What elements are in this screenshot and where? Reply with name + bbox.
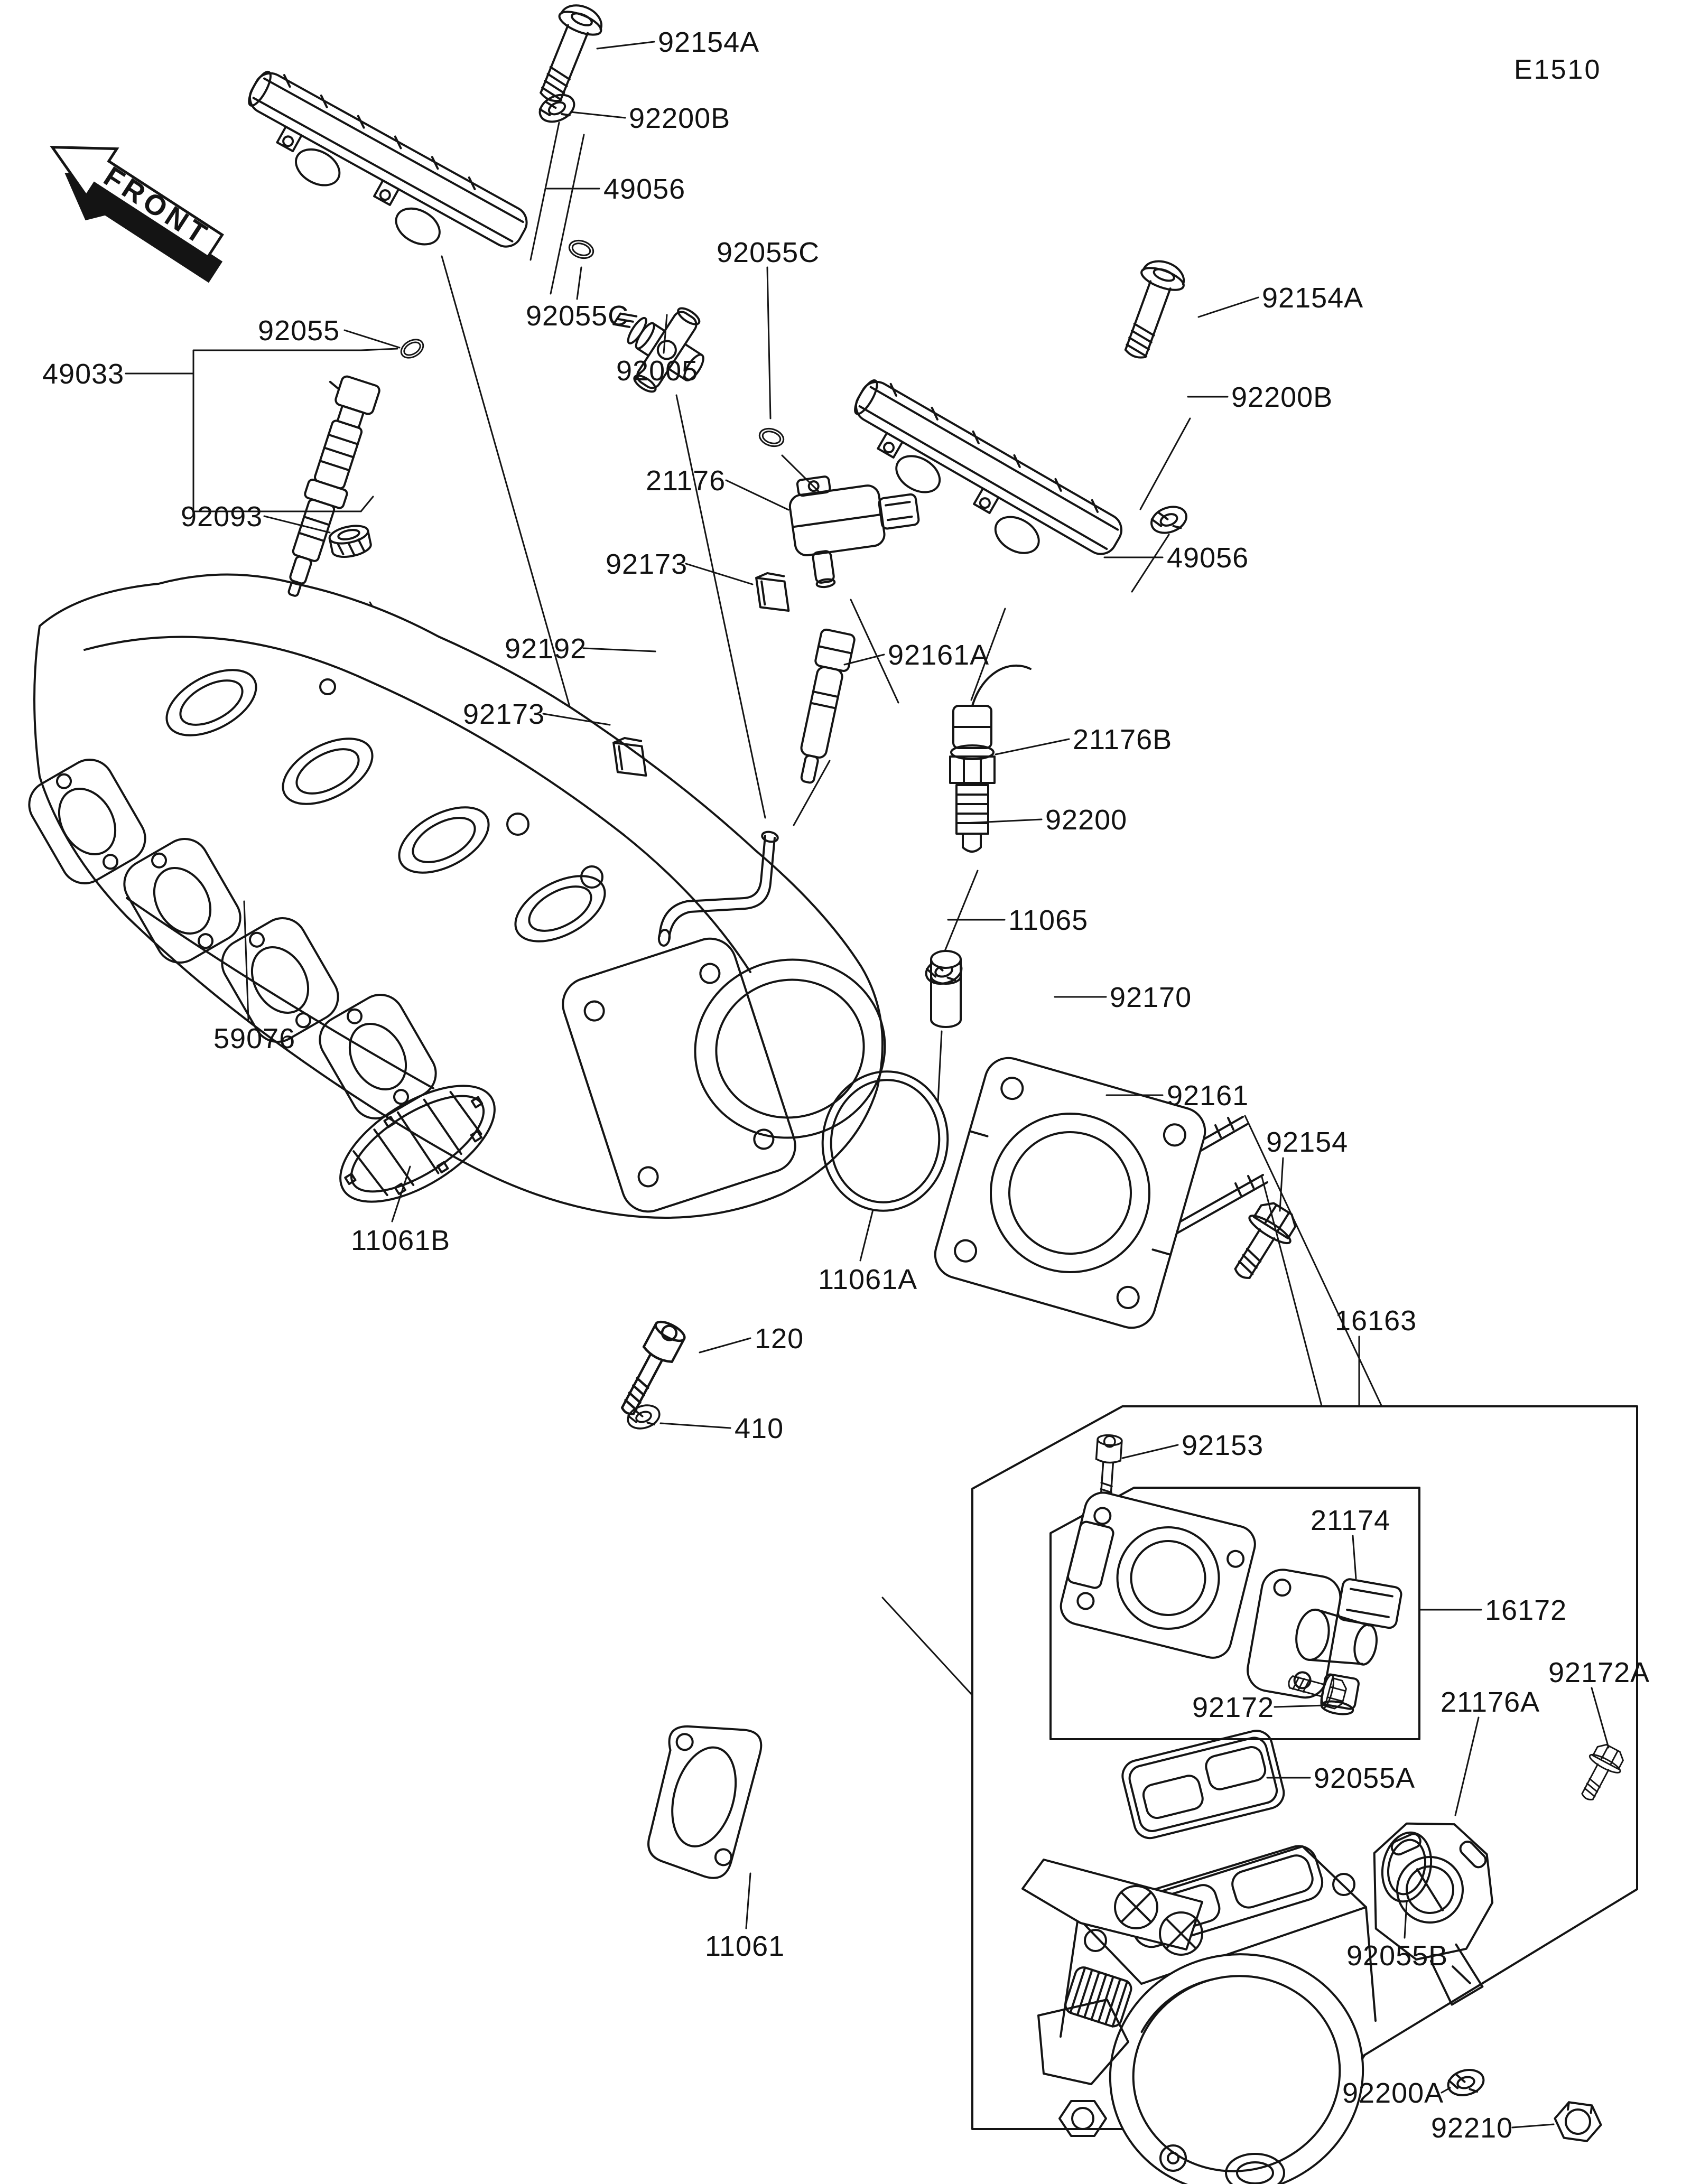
intake-manifold	[28, 573, 886, 1219]
sensor-92161a	[800, 628, 856, 784]
part-label-92055a: 92055A	[1314, 1762, 1416, 1794]
part-label-92161: 92161	[1167, 1080, 1249, 1112]
part-label-49033: 49033	[42, 358, 125, 390]
leader-line-21176b	[995, 738, 1070, 755]
part-label-11061: 11061	[705, 1930, 785, 1962]
leader-line-92055c	[766, 266, 772, 419]
leader-line-410	[659, 1422, 731, 1429]
part-label-92200b: 92200B	[629, 102, 731, 134]
page-code: E1510	[1514, 54, 1602, 85]
part-label-92005: 92005	[616, 355, 699, 387]
leader-line-92192	[582, 647, 656, 652]
gasket-11061b	[339, 1085, 496, 1203]
tps-sensor-21176a	[1373, 1822, 1494, 2006]
leader-line-92055b	[1404, 1901, 1408, 1939]
part-label-92055: 92055	[258, 315, 340, 347]
part-label-16163: 16163	[1335, 1305, 1417, 1337]
injector-group-bracket	[192, 348, 398, 512]
leader-line-92093	[263, 515, 331, 534]
fuel-injector-49033	[287, 375, 380, 597]
part-label-92173: 92173	[606, 548, 688, 580]
sensor-21176b	[949, 664, 1032, 853]
part-label-16172: 16172	[1485, 1594, 1567, 1626]
map-sensor-21176	[788, 475, 920, 589]
throttle-body	[1021, 1845, 1377, 2184]
part-label-21174: 21174	[1311, 1505, 1391, 1536]
part-label-92055b: 92055B	[1346, 1940, 1448, 1972]
part-label-92200b: 92200B	[1231, 381, 1333, 413]
leader-line-92173	[542, 713, 611, 726]
leader-line-92161a	[843, 654, 885, 666]
throttle-holder-92161	[934, 1057, 1206, 1329]
part-label-92093: 92093	[181, 501, 263, 533]
gasket-11061	[647, 1725, 763, 1879]
part-label-21176b: 21176B	[1073, 724, 1173, 755]
leader-line-92154a	[596, 41, 655, 50]
leader-line-21176	[725, 479, 789, 511]
leader-line-92210	[1511, 2123, 1555, 2129]
part-label-92153: 92153	[1182, 1430, 1264, 1461]
leader-line-92154a	[1197, 296, 1259, 318]
part-label-92055c: 92055C	[717, 237, 820, 268]
leader-line-92200	[963, 818, 1043, 824]
part-label-21176a: 21176A	[1441, 1686, 1540, 1718]
part-label-92154: 92154	[1266, 1126, 1349, 1158]
part-label-92154a: 92154A	[658, 26, 760, 58]
leader-line-92055c	[576, 266, 582, 300]
part-label-92172: 92172	[1192, 1692, 1275, 1723]
part-label-92210: 92210	[1431, 2112, 1513, 2144]
cap-11065	[930, 950, 962, 1028]
part-label-92172a: 92172A	[1548, 1657, 1650, 1688]
leader-line-92200b	[570, 111, 626, 119]
part-label-92173: 92173	[463, 698, 545, 730]
hose-joint-92005	[612, 307, 704, 393]
leader-line-21176a	[1454, 1716, 1480, 1816]
oring-11061a	[821, 1070, 949, 1212]
leader-line-59076	[243, 900, 249, 1021]
part-label-92170: 92170	[1110, 982, 1192, 1013]
leader-line-92173	[685, 563, 754, 585]
leader-line-92153	[1121, 1444, 1179, 1459]
iac-valve-16172	[1247, 1569, 1402, 1715]
part-label-92161a: 92161A	[888, 639, 990, 671]
part-label-92055c: 92055C	[526, 300, 629, 332]
fuel-rail-right	[854, 379, 1122, 555]
leader-line-11061b	[391, 1165, 411, 1222]
leader-line-120	[699, 1337, 751, 1354]
part-label-92154a: 92154A	[1262, 282, 1364, 314]
gasket-92055a	[1121, 1730, 1285, 1840]
leader-line-21174	[1352, 1535, 1357, 1580]
part-label-59076: 59076	[213, 1023, 296, 1054]
leader-line-11061a	[859, 1209, 874, 1262]
part-label-21176: 21176	[646, 465, 726, 497]
oring-92055b	[1381, 1831, 1433, 1903]
leader-line-92005	[663, 314, 668, 354]
fuel-rail-left	[248, 70, 528, 248]
leader-line-92154	[1279, 1157, 1284, 1212]
leader-line-92172	[1274, 1704, 1326, 1708]
part-label-49056: 49056	[603, 173, 686, 205]
hose-92192	[657, 830, 779, 947]
leader-line-11061	[745, 1872, 751, 1929]
part-label-92192: 92192	[505, 633, 587, 665]
part-label-410: 410	[735, 1413, 784, 1444]
part-label-92200a: 92200A	[1342, 2077, 1444, 2109]
part-label-92200: 92200	[1045, 804, 1128, 836]
leader-line-92055	[343, 329, 401, 349]
leader-line-92172a	[1591, 1687, 1610, 1749]
part-label-120: 120	[755, 1323, 804, 1355]
part-label-49056: 49056	[1167, 542, 1249, 574]
throttle-adapter	[1060, 1491, 1256, 1659]
leader-lines	[125, 41, 1610, 2129]
part-label-11061b: 11061B	[351, 1225, 451, 1256]
part-label-11061a: 11061A	[818, 1264, 918, 1295]
leader-line-92200a	[1441, 2087, 1451, 2094]
part-label-11065: 11065	[1008, 904, 1089, 936]
